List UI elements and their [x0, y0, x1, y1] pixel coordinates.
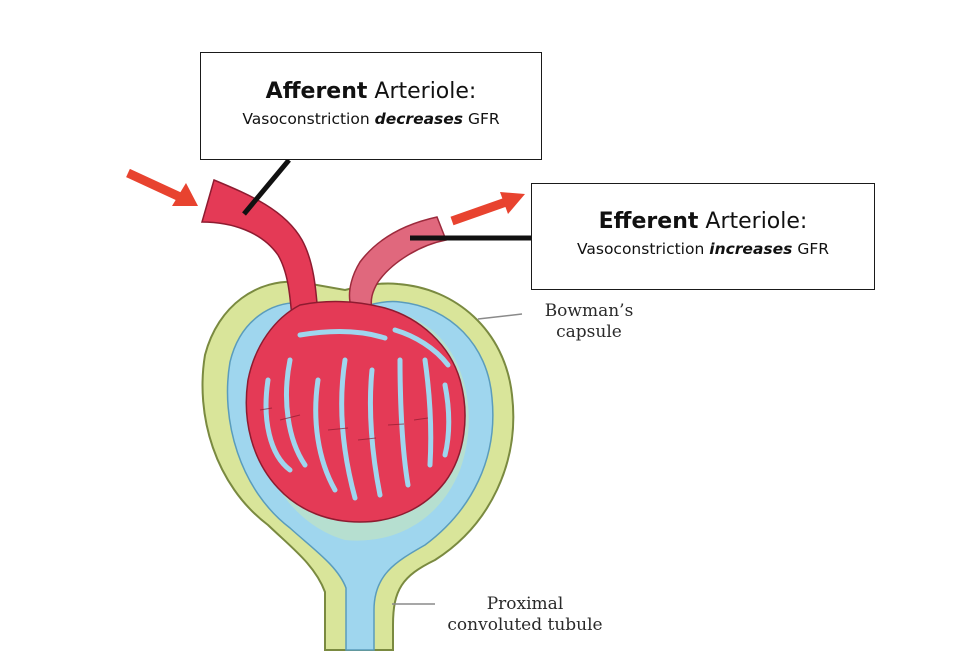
efferent-desc-start: Vasoconstriction [576, 240, 705, 258]
afferent-callout: Afferent Arteriole: Vasoconstriction dec… [200, 52, 542, 160]
efferent-desc-end: GFR [797, 240, 830, 258]
bowmans-capsule-label: Bowman’s capsule [524, 301, 654, 343]
efferent-description: Vasoconstriction increases GFR [532, 239, 874, 259]
afferent-description: Vasoconstriction decreases GFR [201, 109, 541, 129]
proximal-tubule-label: Proximal convoluted tubule [420, 594, 630, 636]
efferent-title-rest: Arteriole: [705, 209, 808, 234]
bowman-label-line2: capsule [556, 322, 622, 342]
efferent-callout: Efferent Arteriole: Vasoconstriction inc… [531, 183, 875, 290]
capillary-segments [259, 407, 429, 441]
afferent-desc-end: GFR [467, 110, 500, 128]
efferent-desc-emphasis: increases [709, 240, 793, 258]
glomerulus-tuft [245, 300, 466, 523]
efferent-title: Efferent Arteriole: [532, 209, 874, 235]
afferent-title-bold: Afferent [265, 79, 368, 104]
bowman-label-line1: Bowman’s [544, 301, 634, 321]
pct-label-line2: convoluted tubule [447, 615, 603, 635]
afferent-arrow-icon [126, 168, 198, 206]
afferent-title: Afferent Arteriole: [201, 79, 541, 105]
efferent-arrow-icon [450, 192, 525, 226]
bowman-pointer [477, 313, 523, 320]
pct-label-line1: Proximal [486, 594, 564, 614]
efferent-title-bold: Efferent [598, 209, 699, 234]
afferent-desc-start: Vasoconstriction [242, 110, 370, 128]
afferent-desc-emphasis: decreases [374, 110, 464, 128]
afferent-title-rest: Arteriole: [374, 79, 477, 104]
afferent-leader-line [242, 158, 291, 216]
